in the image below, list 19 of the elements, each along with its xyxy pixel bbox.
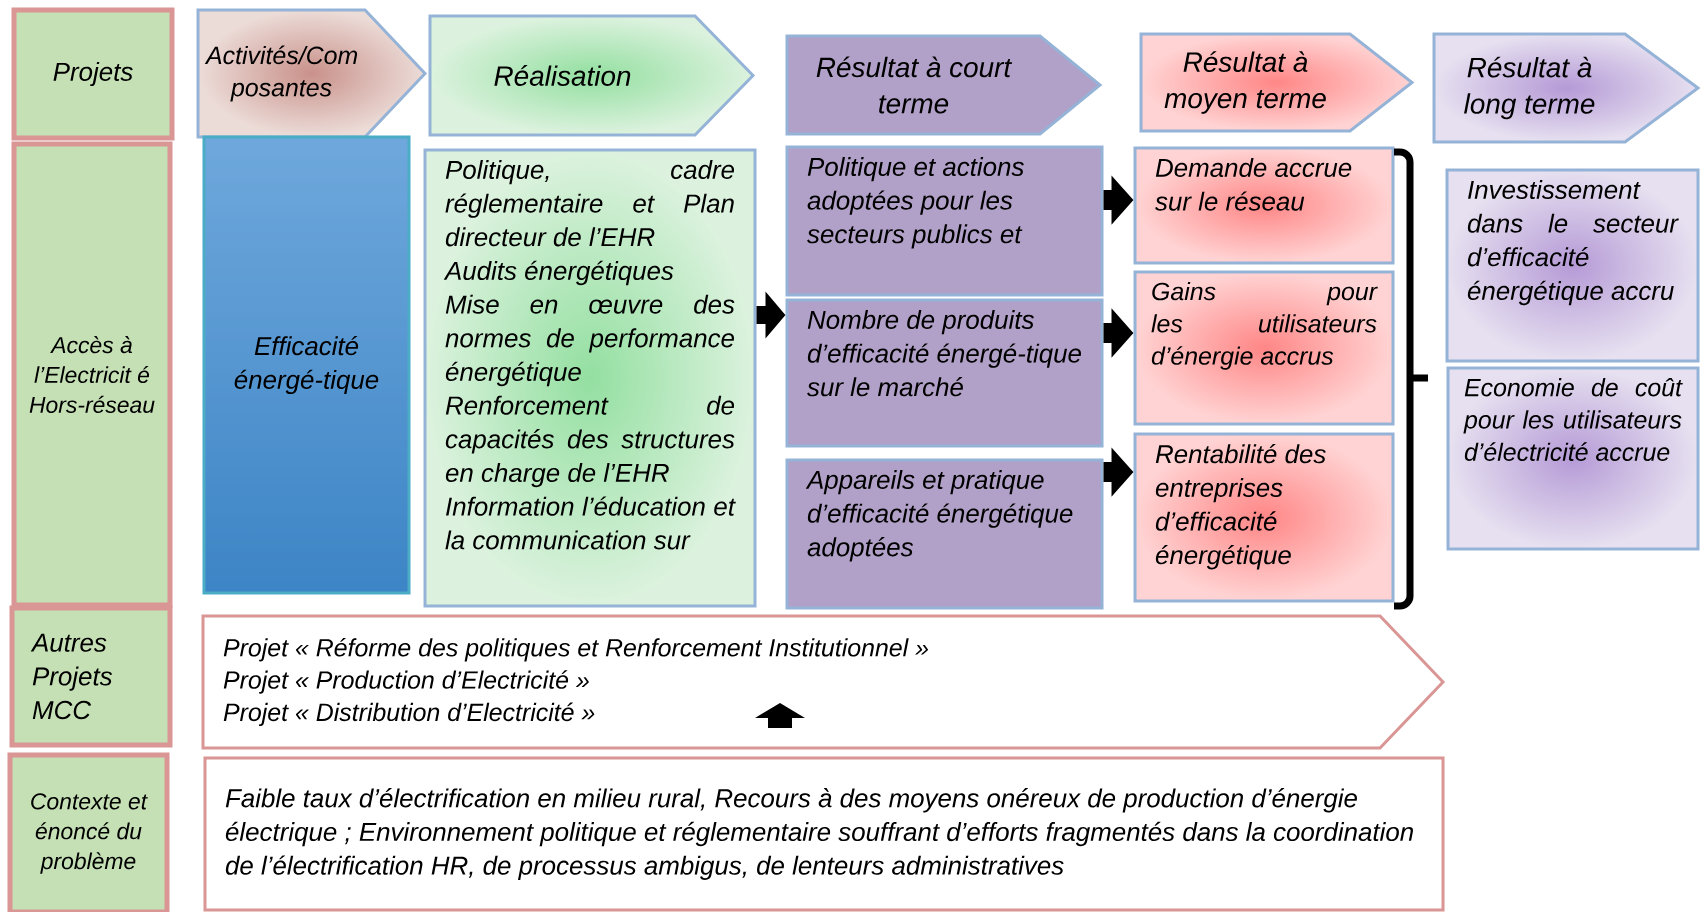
outcome-box: Appareils et pratique d’efficacité énergétique adoptées <box>785 458 1104 610</box>
row-label-box: Autres Projets MCC <box>9 605 173 748</box>
row-label-box: Contexte et énoncé du problème <box>7 752 170 912</box>
outcome-box: Politique et actions adoptées pour les secteurs publics et <box>785 145 1104 297</box>
column-heading: Résultat à moyen terme <box>1139 32 1415 133</box>
projects-banner: Projet « Réforme des politiques et Renforcement Institutionnel » Projet « Production d’Electricité » Projet « Distribution d’Electricité » <box>201 614 1446 750</box>
column-heading: Résultat à court terme <box>785 34 1103 136</box>
context-box: Faible taux d’électrification en milieu rural, Recours à des moyens onéreux de production d’énergie électrique ; Environnement politique et réglementaire souffrant d’efforts fragmentés dans la coordination de l’électrification HR, de processus ambigus, de lenteurs administratives <box>203 756 1445 912</box>
component-box: Efficacité énergé-tique <box>202 135 411 595</box>
outcome-box: Investissement dans le secteur d’efficacité énergétique accru <box>1445 168 1700 363</box>
column-heading: Résultat à long terme <box>1432 32 1701 144</box>
outcome-box: Demande accrue sur le réseau <box>1133 146 1395 265</box>
column-heading: Réalisation <box>428 14 756 137</box>
outcome-box: Rentabilité des entreprises d’efficacité énergétique <box>1133 432 1395 603</box>
outcome-box: Gains pour les utilisateurs d’énergie accrus <box>1133 270 1395 426</box>
row-label-box: Projets <box>11 7 175 141</box>
outcome-box: Economie de coût pour les utilisateurs d’électricité accrue <box>1446 366 1700 551</box>
output-box: Politique, cadre réglementaire et Plan directeur de l’EHR Audits énergétiques Mise en œuvre des normes de performance énergétique Renforcement de capacités des structures en charge de l’EHR Information l’éducation et la communication sur <box>423 148 757 608</box>
outcome-box: Nombre de produits d’efficacité énergé-tique sur le marché <box>785 298 1104 448</box>
